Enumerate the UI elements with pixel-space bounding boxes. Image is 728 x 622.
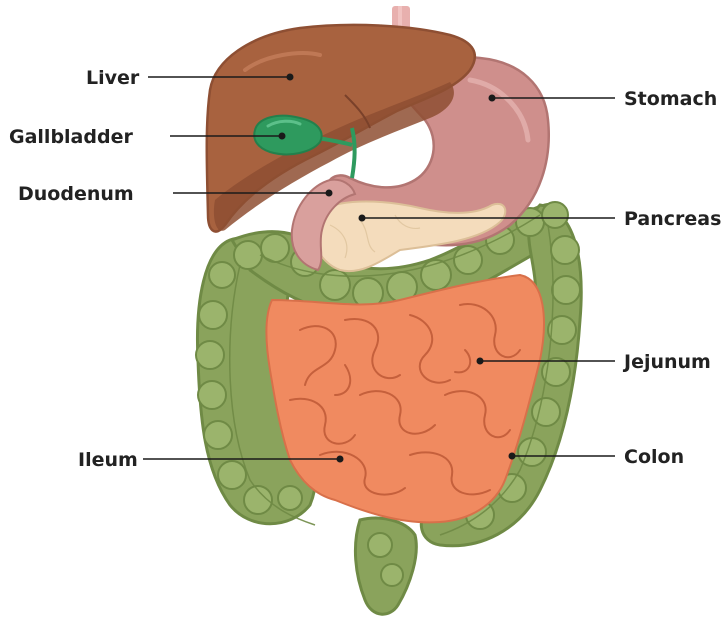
colon-label: Colon	[624, 446, 684, 468]
pancreas-pointer	[359, 215, 366, 222]
pancreas-label: Pancreas	[624, 208, 721, 230]
jejunum-label: Jejunum	[622, 351, 711, 373]
ileum-label: Ileum	[78, 449, 138, 471]
duodenum-label: Duodenum	[18, 183, 134, 205]
stomach-label: Stomach	[624, 88, 717, 110]
liver-label: Liver	[86, 67, 140, 89]
duodenum-pointer	[326, 190, 333, 197]
ileum-pointer	[337, 456, 344, 463]
colon-pointer	[509, 453, 516, 460]
gallbladder-label: Gallbladder	[9, 126, 133, 148]
small-intestine	[266, 275, 543, 522]
stomach-pointer	[489, 95, 496, 102]
gallbladder-pointer	[279, 133, 286, 140]
jejunum-pointer	[477, 358, 484, 365]
liver-pointer	[287, 74, 294, 81]
